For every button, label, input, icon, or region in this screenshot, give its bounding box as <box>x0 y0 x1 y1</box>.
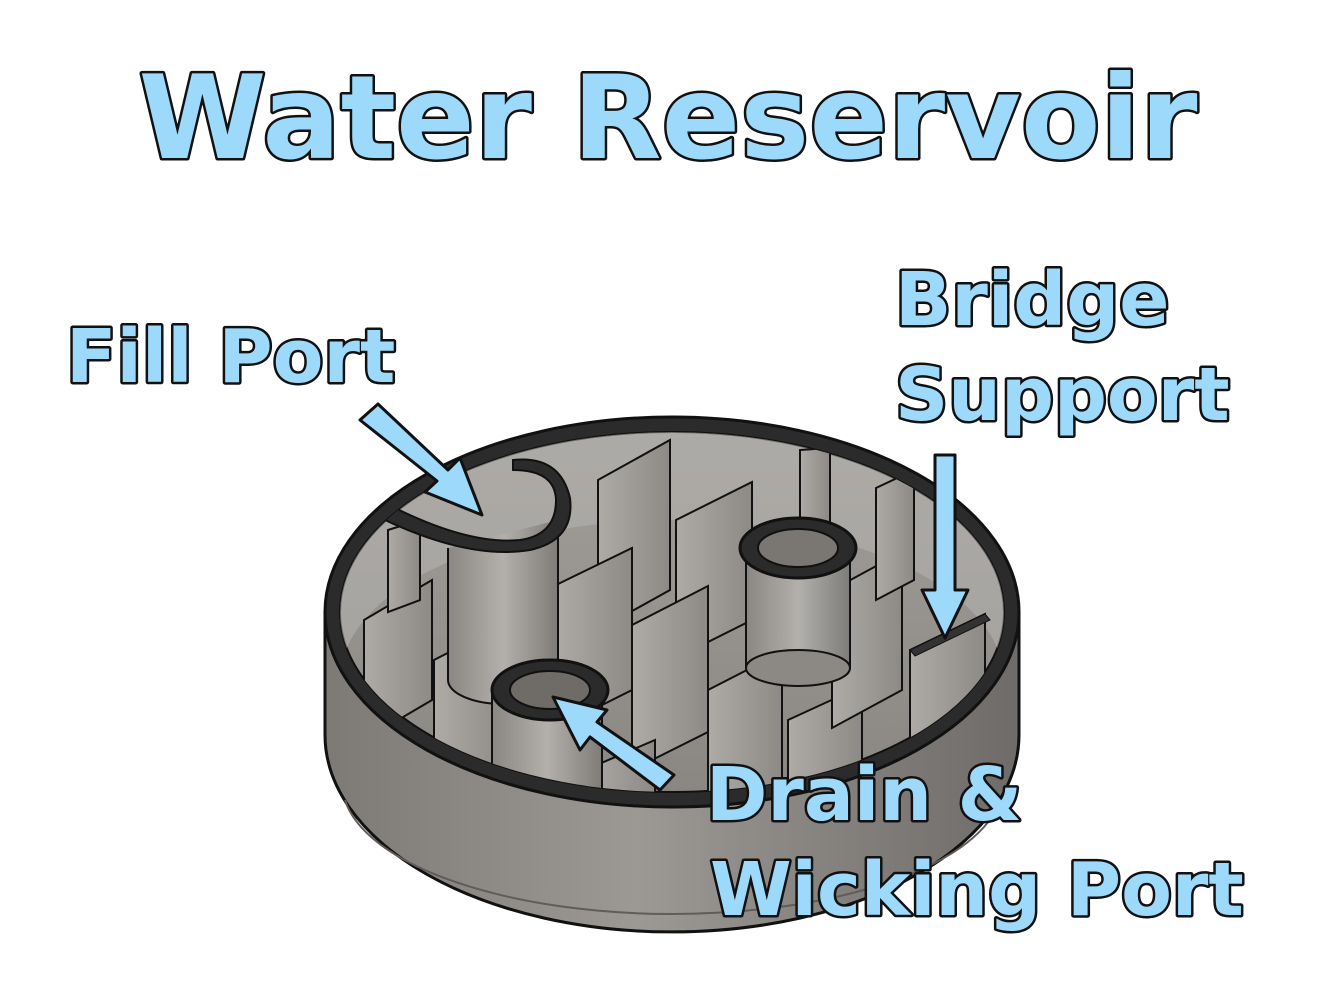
bridge-support-arrow <box>920 453 970 640</box>
inner-wall <box>340 432 1004 680</box>
fill-port-label: Fill Port <box>66 314 395 400</box>
bridge-support-top <box>909 613 991 657</box>
fill-port-arrow <box>358 402 484 517</box>
bridge-support-label-line1: Bridge <box>895 257 1169 343</box>
arrows <box>358 402 970 792</box>
drain-wicking-label-line2: Wicking Port <box>710 847 1244 933</box>
base-ring <box>344 799 1001 916</box>
bridge-support-label-line2: Support <box>895 352 1230 438</box>
drain-wicking-label-line1: Drain & <box>706 752 1022 838</box>
drain-wicking-arrow <box>551 695 676 792</box>
back-port-tube <box>738 516 858 687</box>
title-text: Water Reservoir <box>138 51 1197 186</box>
